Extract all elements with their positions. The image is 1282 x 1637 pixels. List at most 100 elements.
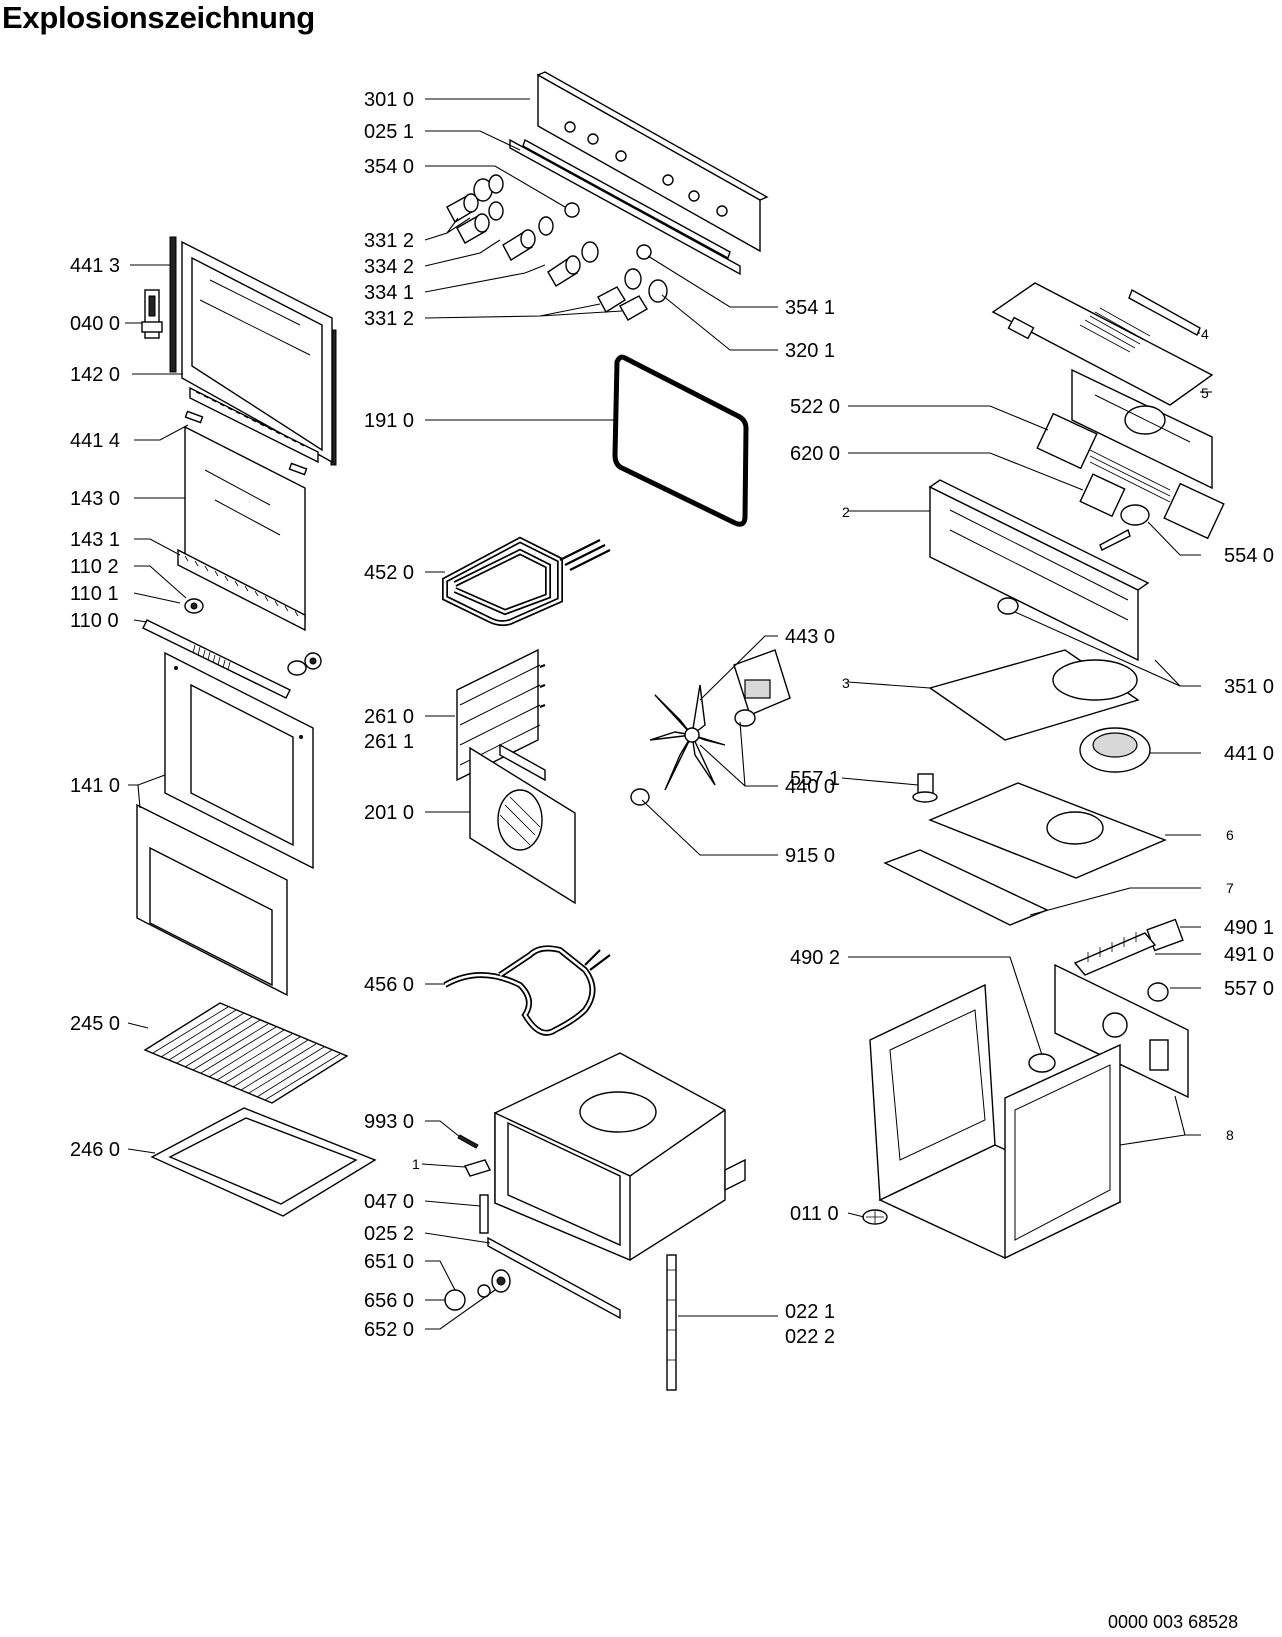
tangential-fan-part <box>1079 727 1151 773</box>
label-491-0: 491 0 <box>1224 944 1274 966</box>
side-rack-part <box>456 648 546 782</box>
label-1: 1 <box>412 1156 420 1172</box>
baking-tray-part <box>150 1107 377 1217</box>
screw-part <box>457 1134 479 1149</box>
label-334-2: 334 2 <box>364 256 414 278</box>
inner-door-frame-part <box>181 240 333 464</box>
label-441-4: 441 4 <box>70 430 120 452</box>
label-261-1: 261 1 <box>364 731 414 753</box>
label-656-0: 656 0 <box>364 1290 414 1312</box>
cable-grommet-part <box>1028 1053 1056 1073</box>
label-141-0: 141 0 <box>70 775 120 797</box>
lamp-socket-part <box>997 597 1019 615</box>
indicator-lamp-part <box>564 202 652 260</box>
label-320-1: 320 1 <box>785 340 835 362</box>
label-191-0: 191 0 <box>364 410 414 432</box>
control-panel-fascia-part <box>536 71 769 253</box>
label-441-3: 441 3 <box>70 255 120 277</box>
small-bracket-part <box>1128 288 1201 336</box>
label-022-2: 022 2 <box>785 1326 835 1348</box>
label-915-0: 915 0 <box>785 845 835 867</box>
foot-part <box>862 1209 888 1225</box>
door-handle-part <box>142 619 291 699</box>
fan-motor-part <box>733 649 791 727</box>
label-652-0: 652 0 <box>364 1319 414 1341</box>
page-title: Explosionszeichnung <box>2 0 315 35</box>
label-331-2-lower: 331 2 <box>364 308 414 330</box>
door-hinge-part <box>141 289 163 339</box>
label-110-0: 110 0 <box>70 610 119 632</box>
control-knob-part <box>446 174 668 321</box>
label-554-0: 554 0 <box>1224 545 1274 567</box>
sensor-part <box>1147 982 1169 1002</box>
clip-part <box>184 410 308 476</box>
label-557-1: 557 1 <box>790 768 840 790</box>
label-8: 8 <box>1226 1127 1234 1143</box>
bottom-heating-element-part <box>443 945 611 1036</box>
fan-nut-part <box>630 788 650 806</box>
label-143-0: 143 0 <box>70 488 120 510</box>
glass-retainer-strip-part <box>177 548 306 632</box>
label-025-1: 025 1 <box>364 121 414 143</box>
label-334-1: 334 1 <box>364 282 414 304</box>
label-354-1: 354 1 <box>785 297 835 319</box>
document-code: 0000 003 68528 <box>1108 1612 1239 1632</box>
label-040-0: 040 0 <box>70 313 120 335</box>
label-246-0: 246 0 <box>70 1139 120 1161</box>
label-351-0: 351 0 <box>1224 676 1274 698</box>
label-490-2: 490 2 <box>790 947 840 969</box>
hinge-bracket-part <box>479 1194 489 1234</box>
fan-blade-part <box>649 684 726 791</box>
label-025-2: 025 2 <box>364 1223 414 1245</box>
label-452-0: 452 0 <box>364 562 414 584</box>
label-522-0: 522 0 <box>790 396 840 418</box>
label-261-0: 261 0 <box>364 706 414 728</box>
label-440-0: 440 0 <box>785 776 835 798</box>
outer-door-glass-part <box>164 651 314 870</box>
label-456-0: 456 0 <box>364 974 414 996</box>
door-seal-gasket-part <box>612 354 749 527</box>
label-4: 4 <box>1201 326 1209 342</box>
leader-lines <box>125 98 1212 1330</box>
label-245-0: 245 0 <box>70 1013 120 1035</box>
label-354-0: 354 0 <box>364 156 414 178</box>
air-guide-plate-part <box>928 649 1140 741</box>
safety-thermostat-part <box>912 773 938 803</box>
terminal-block-part <box>1073 932 1157 976</box>
label-443-0: 443 0 <box>785 626 835 648</box>
label-620-0: 620 0 <box>790 443 840 465</box>
lamp-assembly-part <box>444 1269 511 1311</box>
label-651-0: 651 0 <box>364 1251 414 1273</box>
label-5: 5 <box>1201 385 1209 401</box>
top-grill-element-part <box>442 536 611 627</box>
cooling-fan-housing-part <box>928 479 1150 662</box>
label-201-0: 201 0 <box>364 802 414 824</box>
thermostat-part <box>1099 504 1150 551</box>
switch-block-part <box>1036 412 1225 540</box>
label-331-2: 331 2 <box>364 230 414 252</box>
oven-cavity-part <box>494 1052 746 1262</box>
side-runner-part <box>666 1254 677 1391</box>
label-2: 2 <box>842 504 850 520</box>
label-022-1: 022 1 <box>785 1301 835 1323</box>
rear-panel-part <box>1071 368 1213 490</box>
label-441-0: 441 0 <box>1224 743 1274 765</box>
fan-cover-part <box>469 743 576 905</box>
insulation-plate-part <box>928 782 1167 879</box>
label-110-2: 110 2 <box>70 556 119 578</box>
label-490-1: 490 1 <box>1224 917 1274 939</box>
outer-casing-part <box>869 983 1122 1260</box>
front-duct-part <box>883 849 1049 926</box>
part-labels: 301 0 025 1 354 0 331 2 334 2 334 1 331 … <box>70 89 1274 1348</box>
label-7: 7 <box>1226 880 1234 896</box>
label-301-0: 301 0 <box>364 89 414 111</box>
top-cover-plate-part <box>991 282 1214 406</box>
door-inner-panel-part <box>136 803 288 997</box>
label-142-0: 142 0 <box>70 364 120 386</box>
front-trim-strip-part <box>487 1236 621 1320</box>
label-6: 6 <box>1226 827 1234 843</box>
handle-bushing-part <box>184 598 322 676</box>
door-vent-strip-part <box>189 386 319 464</box>
label-557-0: 557 0 <box>1224 978 1274 1000</box>
